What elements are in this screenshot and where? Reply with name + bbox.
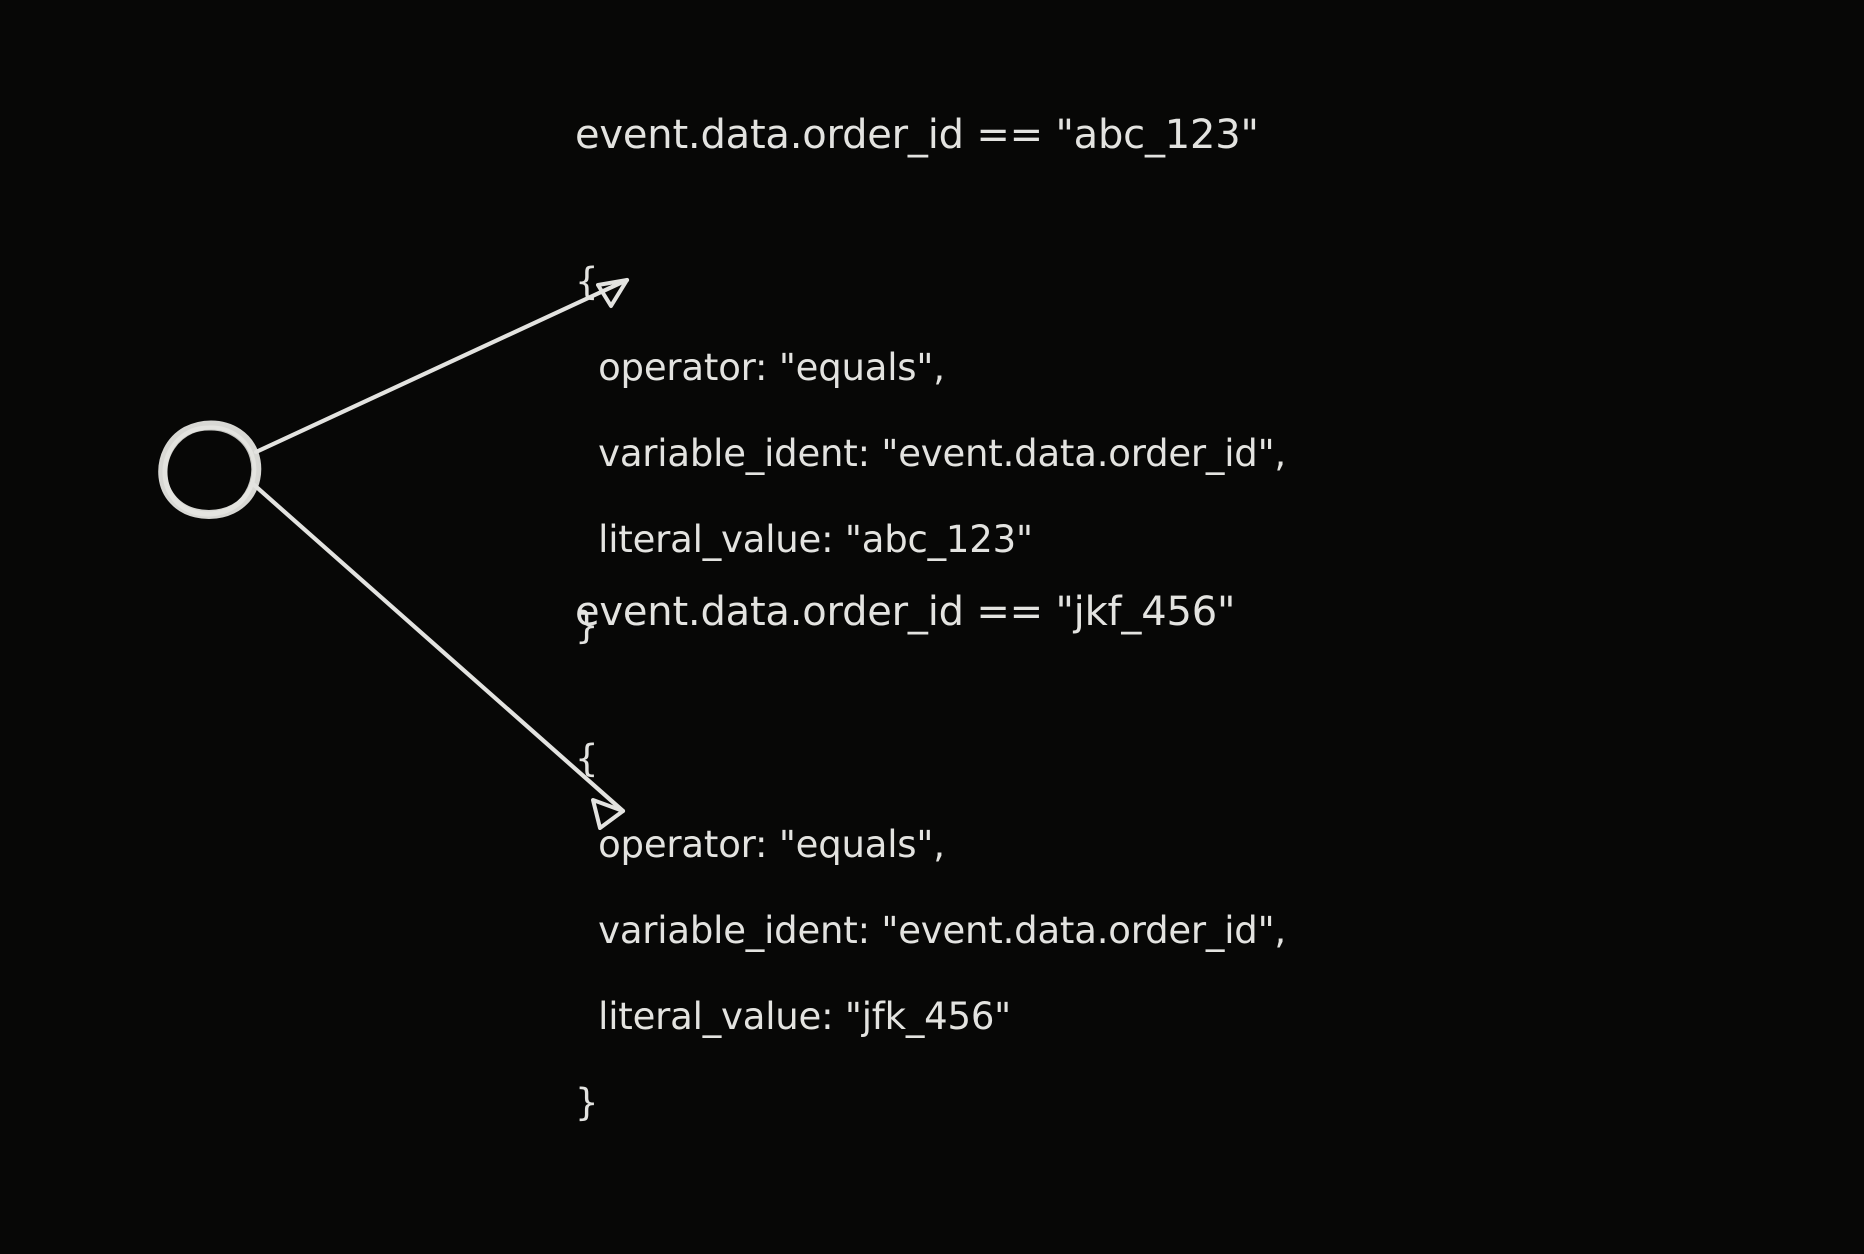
branch-1-heading: event.data.order_id == "abc_123" <box>575 112 1259 158</box>
branch-2-json-line-close: } <box>575 1081 599 1124</box>
branch-1-label-group[interactable]: event.data.order_id == "abc_123" { opera… <box>575 72 1286 726</box>
branch-2-label-group[interactable]: event.data.order_id == "jkf_456" { opera… <box>575 549 1286 1203</box>
branch-2-json: { operator: "equals", variable_ident: "e… <box>575 697 1286 1165</box>
branch-1-json-line-literal-value: literal_value: "abc_123" <box>575 518 1033 561</box>
arrow-to-branch-2[interactable] <box>250 481 626 830</box>
branch-2-json-line-open: { <box>575 737 599 780</box>
branch-1-json-line-close: } <box>575 604 599 647</box>
branch-1-json: { operator: "equals", variable_ident: "e… <box>575 220 1286 688</box>
branch-1-json-line-variable-ident: variable_ident: "event.data.order_id", <box>575 432 1286 475</box>
branch-2-json-line-literal-value: literal_value: "jfk_456" <box>575 995 1011 1038</box>
branch-2-json-line-variable-ident: variable_ident: "event.data.order_id", <box>575 909 1286 952</box>
branch-1-json-line-operator: operator: "equals", <box>575 346 945 389</box>
branch-2-heading: event.data.order_id == "jkf_456" <box>575 589 1236 635</box>
branch-2-json-line-operator: operator: "equals", <box>575 823 945 866</box>
decision-node[interactable] <box>158 420 262 519</box>
arrow-to-branch-1[interactable] <box>253 277 630 455</box>
branch-1-json-line-open: { <box>575 260 599 303</box>
